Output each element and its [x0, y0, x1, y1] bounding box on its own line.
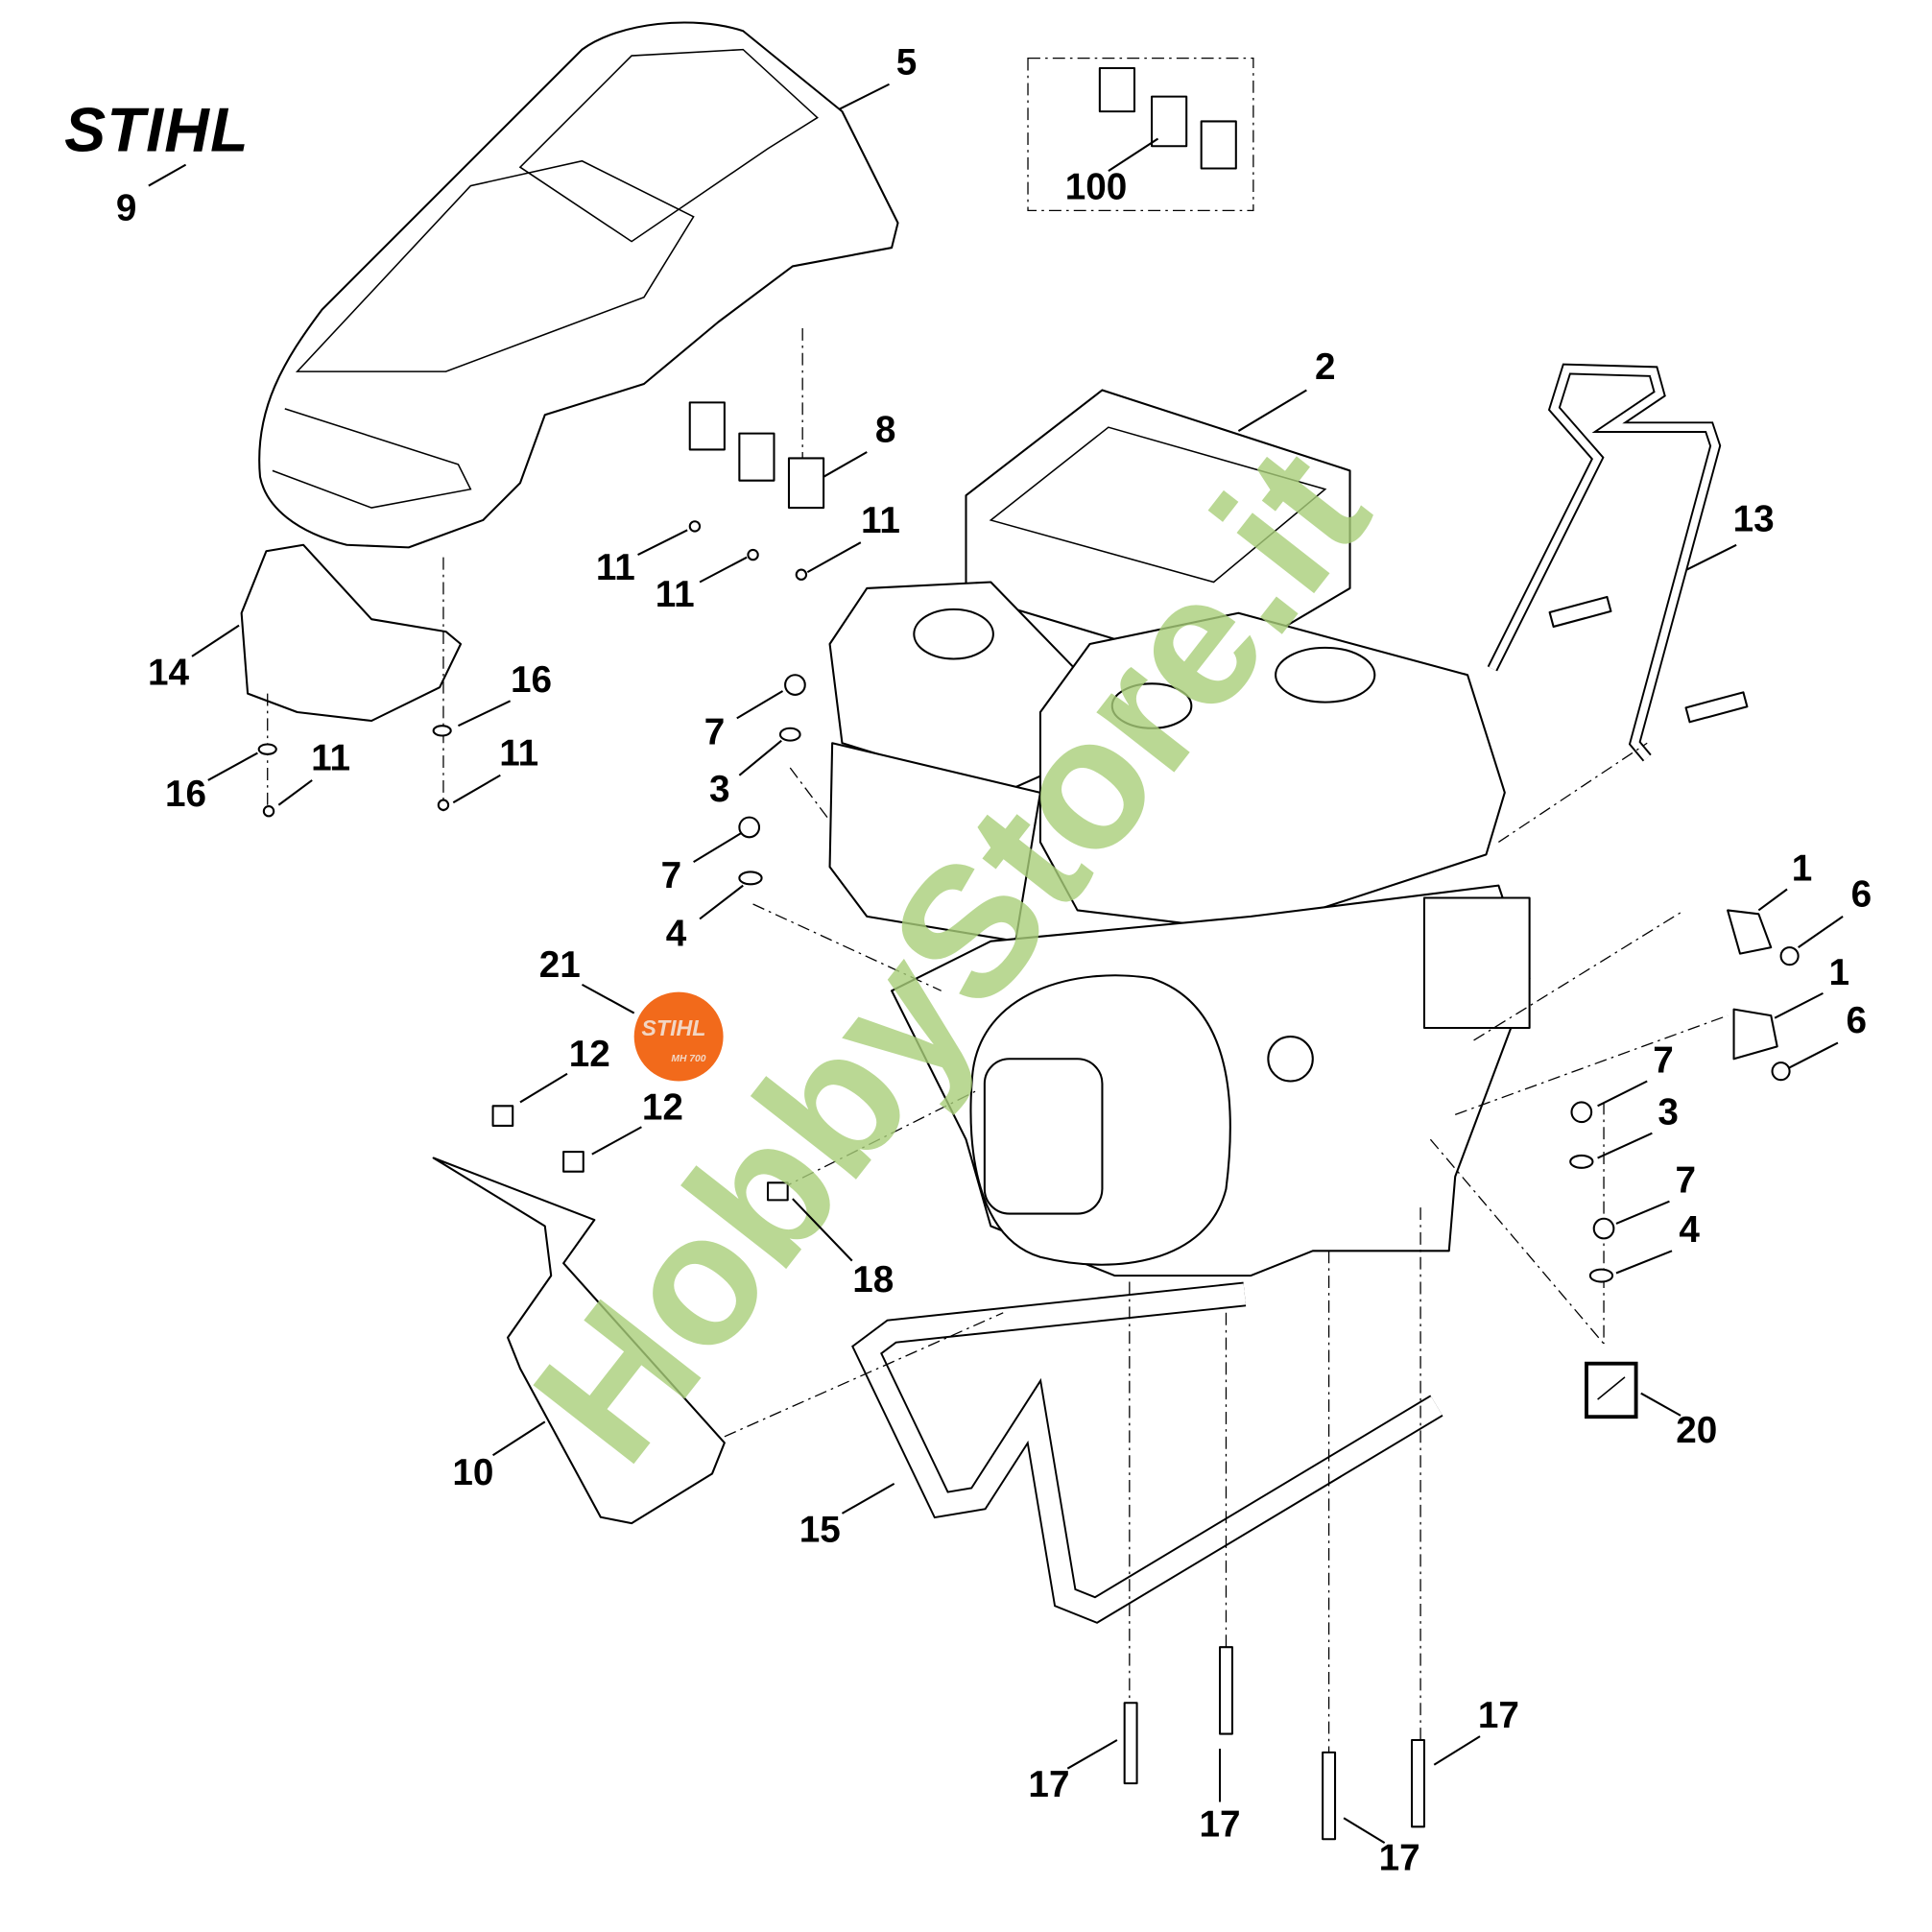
- leader-line: [1686, 543, 1737, 571]
- leader-line: [191, 624, 240, 657]
- leader-line: [1343, 1817, 1386, 1844]
- leader-line: [792, 1198, 853, 1262]
- callout-number[interactable]: 7: [1675, 1160, 1696, 1202]
- leader-line: [1615, 1250, 1673, 1275]
- callout-number[interactable]: 7: [704, 711, 726, 752]
- callout-number[interactable]: 8: [875, 410, 896, 451]
- model-decal: STIHL MH 700: [633, 991, 724, 1082]
- leader-line: [806, 541, 862, 574]
- optional-kit-box: [1027, 58, 1254, 212]
- bolts-17: [1123, 1646, 1425, 1841]
- callout-number[interactable]: 5: [896, 41, 918, 83]
- callout-number[interactable]: 11: [311, 738, 350, 779]
- stihl-logo: STIHL: [64, 95, 250, 164]
- leader-line: [637, 529, 688, 557]
- bolt: [1548, 595, 1612, 628]
- leader-line: [581, 983, 635, 1014]
- front-cover: [240, 543, 463, 723]
- callout-number[interactable]: 15: [799, 1509, 841, 1550]
- leader-line: [693, 832, 742, 863]
- leader-line: [1597, 1080, 1648, 1108]
- leader-line: [738, 739, 782, 776]
- callout-number[interactable]: 11: [861, 500, 900, 541]
- callout-number[interactable]: 16: [165, 774, 206, 815]
- leader-line: [699, 884, 744, 920]
- assembly-lines: [267, 327, 1729, 1753]
- leader-line: [591, 1126, 642, 1156]
- warning-label: [1585, 1361, 1638, 1419]
- engine: [828, 389, 1531, 1277]
- leader-line: [1108, 137, 1159, 172]
- callout-number[interactable]: 11: [656, 574, 695, 615]
- callout-number[interactable]: 11: [499, 732, 538, 774]
- leader-line: [736, 690, 784, 720]
- leader-line: [841, 1482, 895, 1515]
- leader-line: [1615, 1200, 1670, 1225]
- callout-number[interactable]: 7: [661, 855, 682, 896]
- callout-number[interactable]: 100: [1065, 167, 1128, 208]
- leader-line: [699, 556, 748, 584]
- callout-number[interactable]: 17: [1478, 1695, 1519, 1736]
- callout-number[interactable]: 1: [1828, 952, 1849, 993]
- guard-plate: [432, 1157, 726, 1525]
- leader-line: [1066, 1739, 1118, 1770]
- leader-line: [1774, 991, 1824, 1019]
- callout-number[interactable]: 2: [1315, 346, 1336, 388]
- callout-number[interactable]: 6: [1847, 1000, 1868, 1041]
- callout-number[interactable]: 4: [666, 914, 687, 955]
- decal-brand: STIHL: [641, 1015, 705, 1040]
- leader-line: [457, 700, 512, 727]
- callout-number[interactable]: 17: [1028, 1764, 1069, 1805]
- leader-line: [1237, 389, 1307, 432]
- callout-number[interactable]: 20: [1676, 1410, 1717, 1451]
- callout-number[interactable]: 7: [1653, 1039, 1674, 1081]
- callout-number[interactable]: 13: [1733, 498, 1775, 539]
- handle-bar-inner: [1489, 365, 1720, 761]
- leader-line: [519, 1072, 568, 1104]
- leader-line: [148, 163, 187, 187]
- callout-number[interactable]: 16: [511, 659, 552, 701]
- decal-model: MH 700: [671, 1054, 705, 1064]
- callout-number[interactable]: 10: [452, 1452, 493, 1493]
- callout-number[interactable]: 6: [1851, 873, 1872, 915]
- cable-clip-8: [688, 401, 825, 510]
- callout-number[interactable]: 12: [569, 1034, 610, 1075]
- callout-number[interactable]: 11: [596, 547, 635, 588]
- cable-clip-100: [1098, 66, 1237, 170]
- leader-line: [1798, 916, 1844, 948]
- leader-line: [452, 774, 501, 804]
- callout-number[interactable]: 14: [148, 652, 190, 693]
- callout-number[interactable]: 17: [1379, 1837, 1420, 1878]
- leader-line: [1757, 888, 1788, 912]
- callout-number[interactable]: 18: [852, 1259, 894, 1300]
- leader-line: [839, 83, 890, 110]
- engine-hood: [258, 21, 899, 549]
- leader-line: [823, 451, 868, 478]
- callout-number[interactable]: 12: [642, 1086, 683, 1128]
- leader-line: [1789, 1041, 1839, 1069]
- leader-line: [1597, 1132, 1653, 1159]
- callout-number[interactable]: 3: [709, 769, 730, 810]
- leader-line: [492, 1420, 546, 1457]
- callout-number[interactable]: 1: [1792, 847, 1813, 889]
- callout-number[interactable]: 4: [1679, 1209, 1700, 1251]
- callout-number[interactable]: 17: [1199, 1804, 1240, 1846]
- leader-line: [1433, 1735, 1481, 1766]
- leader-line: [207, 751, 258, 781]
- leader-lines: [148, 83, 1844, 1844]
- engine-frame: [851, 1281, 1443, 1624]
- callout-number[interactable]: 9: [116, 188, 137, 229]
- leader-line: [277, 779, 313, 806]
- hardware: [257, 520, 1800, 1283]
- leader-line: [1640, 1392, 1682, 1417]
- callout-number[interactable]: 3: [1658, 1092, 1679, 1133]
- bolt: [1684, 691, 1749, 724]
- callout-number[interactable]: 21: [539, 944, 581, 986]
